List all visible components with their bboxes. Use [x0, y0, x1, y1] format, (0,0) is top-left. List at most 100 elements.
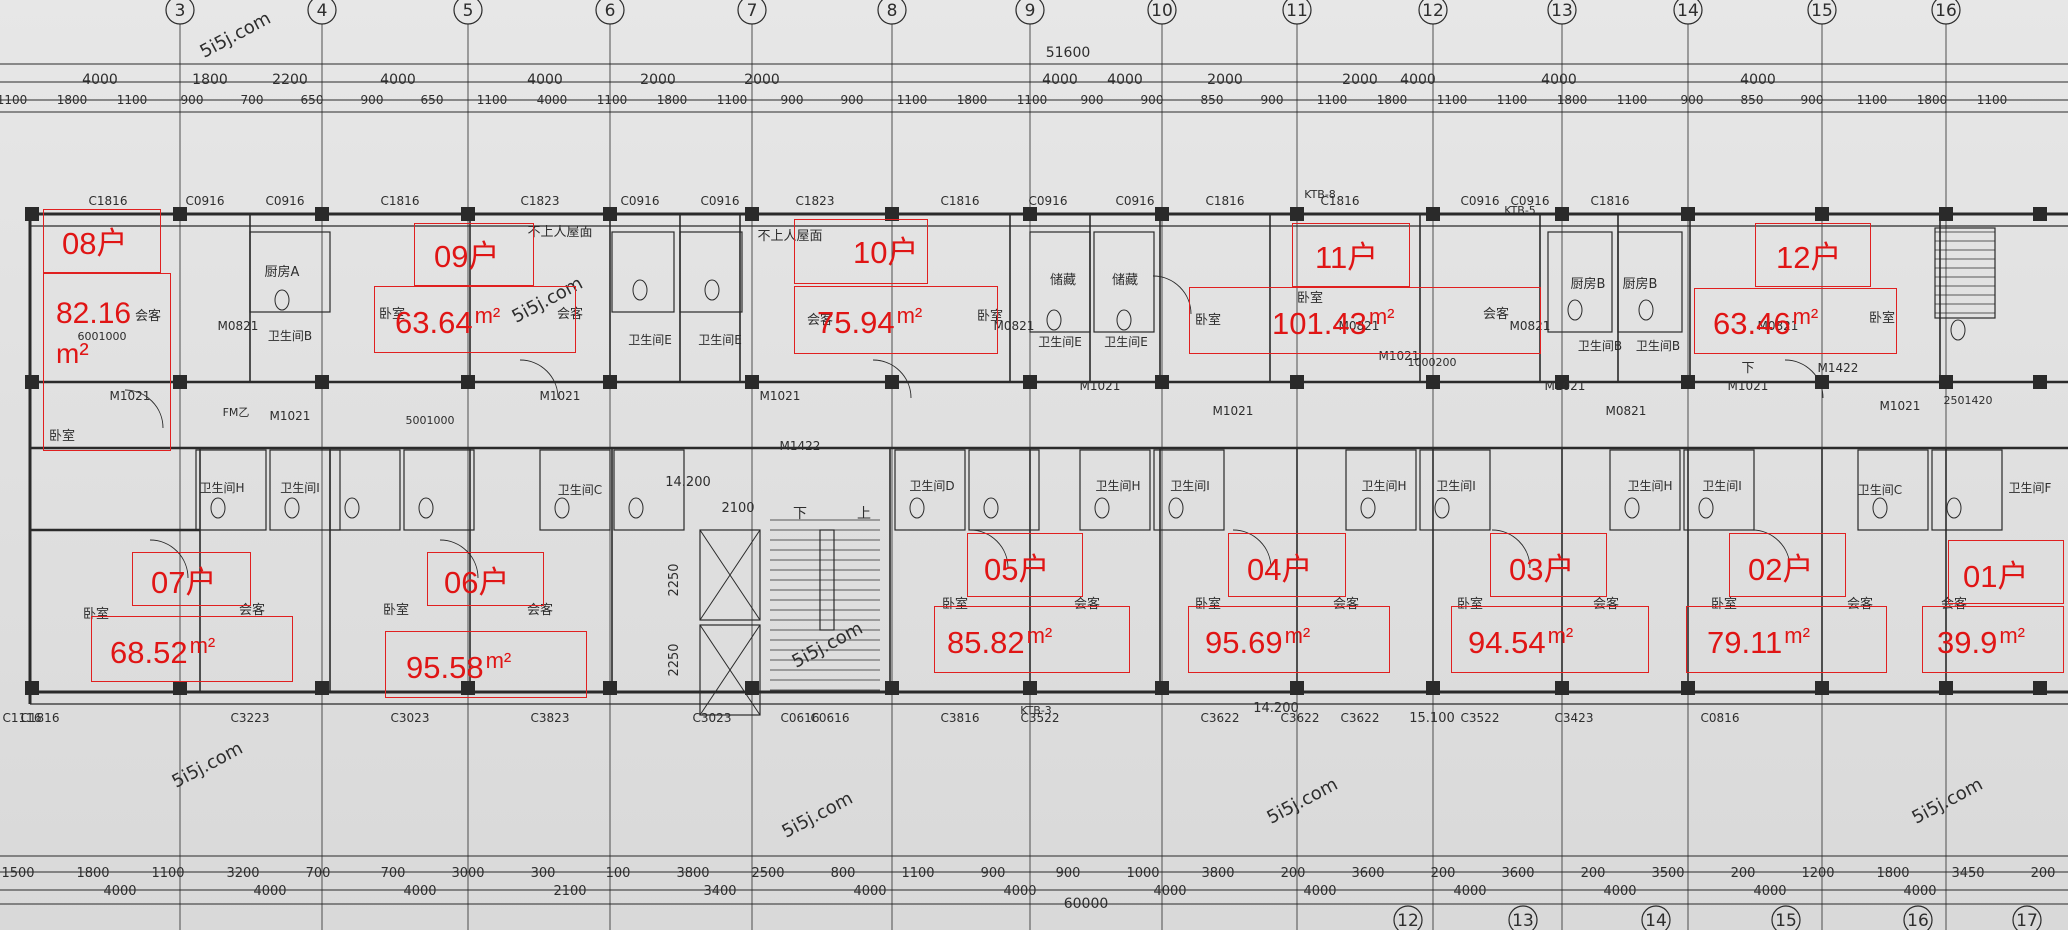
bath-cubicle: [894, 449, 966, 531]
stair-dimension: 2100: [721, 501, 754, 516]
dimension-text: 1100: [0, 93, 27, 107]
dimension-text-bottom: 3200: [226, 866, 259, 881]
unit-09-area: 63.64: [395, 305, 473, 340]
column-mid: [1939, 375, 1953, 389]
axis-label: 5: [463, 1, 474, 21]
window-mark-bottom: C3522: [1461, 711, 1500, 725]
room-label: 会客: [1333, 596, 1359, 612]
unit-10-id: 10户: [853, 235, 919, 270]
unit-02-id: 02户: [1748, 552, 1814, 587]
toilet-fixture: [1698, 497, 1714, 519]
window-mark-bottom: C3622: [1341, 711, 1380, 725]
window-mark: C0916: [701, 194, 740, 208]
bath-cubicle: [1093, 231, 1155, 333]
door-mark: M1422: [1818, 361, 1859, 375]
dimension-text-bottom: 1800: [1876, 866, 1909, 881]
window-mark: C0916: [1511, 194, 1550, 208]
dimension-text: 900: [781, 93, 804, 107]
bath-cubicle: [1029, 231, 1091, 333]
column-mid: [885, 375, 899, 389]
elevator-shaft: [699, 529, 761, 621]
column-top: [1023, 207, 1037, 221]
door-swing: [149, 539, 189, 579]
room-label: 卧室: [1195, 596, 1221, 612]
column-mid: [461, 375, 475, 389]
elevation-mark: 14.200: [1253, 701, 1299, 716]
window-mark-bottom: C3816: [941, 711, 980, 725]
column-bottom: [2033, 681, 2047, 695]
axis-bubble-bottom: [1508, 905, 1538, 930]
room-label-bath: 卫生间I: [1702, 479, 1742, 493]
unit-08-unit: m²: [56, 338, 89, 369]
misc-mark: 6001000: [78, 330, 127, 343]
room-label-kitchen: 厨房B: [1623, 276, 1658, 292]
room-label-bath: 卫生间H: [1361, 479, 1406, 493]
door-swing: [1491, 529, 1531, 569]
axis-label-bottom: 17: [2016, 911, 2038, 930]
column-mid: [315, 375, 329, 389]
elevator-cross: [699, 529, 761, 621]
dimension-text-bottom: 3800: [676, 866, 709, 881]
dimension-text: 900: [1141, 93, 1164, 107]
dimension-text-bottom: 4000: [1453, 884, 1486, 899]
unit-06-area: 95.58: [406, 650, 484, 685]
roof-note: 不上人屋面: [757, 229, 822, 244]
door-swing: [124, 389, 164, 429]
dimension-text: 4000: [1541, 72, 1577, 88]
column-mid: [745, 375, 759, 389]
dimension-text: 4000: [527, 72, 563, 88]
axis-label-bottom: 12: [1397, 911, 1419, 930]
room-label: 会客: [1593, 596, 1619, 612]
room-label: 卧室: [1297, 290, 1323, 306]
window-mark-bottom: C3622: [1281, 711, 1320, 725]
roof-note: 不上人屋面: [527, 225, 592, 240]
column-mid: [25, 375, 39, 389]
toilet-fixture: [1094, 497, 1110, 519]
door-mark: M0821: [1758, 319, 1799, 333]
axis-label: 3: [175, 1, 186, 21]
unit-10-id-box: 10户: [794, 219, 928, 284]
room-label-storage: 储藏: [1050, 273, 1076, 288]
door-mark: M0821: [1339, 319, 1380, 333]
column-bottom: [315, 681, 329, 695]
dimension-text-bottom: 3400: [703, 884, 736, 899]
window-mark: C1816: [1206, 194, 1245, 208]
room-label-bath: 卫生间E: [698, 333, 742, 347]
door-mark: M0821: [218, 319, 259, 333]
window-mark-bottom: C1116: [3, 711, 42, 725]
dimension-text: 700: [241, 93, 264, 107]
bath-cubicle: [1931, 449, 2003, 531]
window-mark: C1823: [796, 194, 835, 208]
window-mark: C1816: [89, 194, 128, 208]
dimension-text: 1100: [1017, 93, 1048, 107]
column-mid: [173, 375, 187, 389]
dimension-text: 900: [841, 93, 864, 107]
dimension-text: 1800: [1377, 93, 1408, 107]
dimension-text-bottom: 3500: [1651, 866, 1684, 881]
axis-label: 7: [747, 1, 758, 21]
room-label: 会客: [527, 602, 553, 618]
elevator-shaft: [699, 624, 761, 716]
axis-label: 12: [1422, 1, 1444, 21]
room-label: 会客: [807, 312, 833, 328]
room-label-bath: 卫生间C: [558, 483, 602, 497]
window-mark-bottom: C0616: [781, 711, 820, 725]
door-mark: M1021: [270, 409, 311, 423]
window-mark: C1823: [521, 194, 560, 208]
door-mark: M1021: [1880, 399, 1921, 413]
watermark: 5i5j.com: [778, 788, 856, 843]
room-label: 卧室: [379, 306, 405, 322]
dimension-text-bottom: 4000: [853, 884, 886, 899]
toilet-fixture: [628, 497, 644, 519]
stair-label-down: 下: [793, 506, 807, 522]
unit-08-id-box: 08户: [43, 209, 161, 273]
unit-11-unit: m²: [1368, 304, 1395, 329]
axis-label-bottom: 14: [1645, 911, 1667, 930]
dimension-text-bottom: 200: [2031, 866, 2056, 881]
dimension-text-bottom: 1500: [1, 866, 34, 881]
dimension-text-bottom: 2100: [553, 884, 586, 899]
window-mark-bottom: C3023: [693, 711, 732, 725]
misc-mark: 1000200: [1408, 356, 1457, 369]
